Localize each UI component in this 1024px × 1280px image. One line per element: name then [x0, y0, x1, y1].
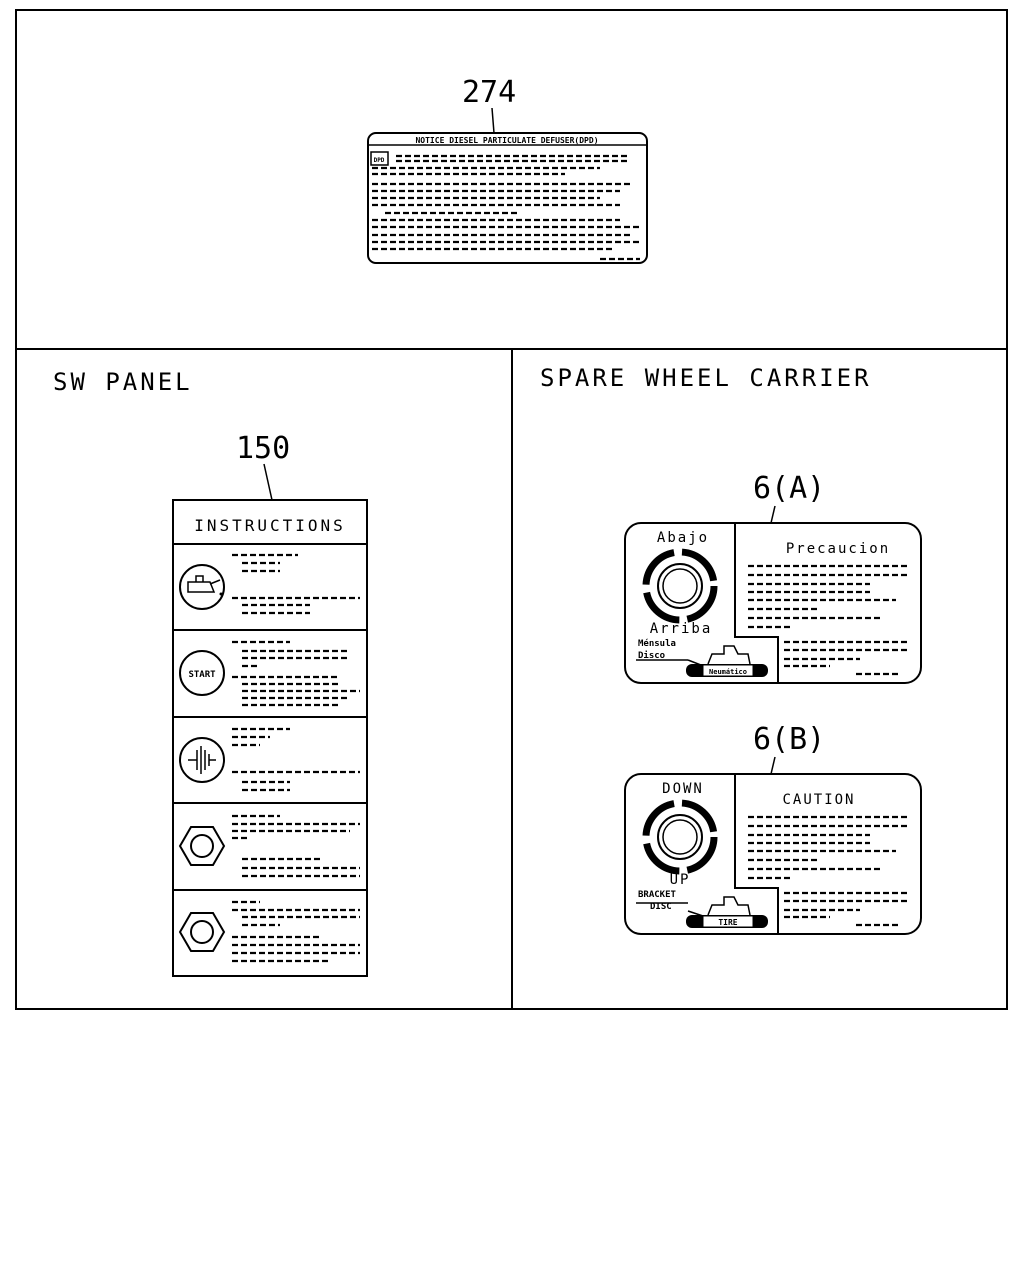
instructions-label: INSTRUCTIONS START	[172, 499, 368, 977]
callout-6a: 6(A)	[753, 471, 825, 506]
leader-150	[263, 463, 273, 501]
oil-can-icon	[179, 564, 225, 610]
label-b-bracket: BRACKET	[638, 890, 677, 900]
label-b-heading: CAUTION	[782, 792, 855, 808]
callout-6b: 6(B)	[753, 722, 825, 757]
label-b-disc: DISC	[650, 902, 672, 912]
spare-label-b: DOWN UP CAUTION BRACKET DISC TIRE	[624, 773, 922, 935]
spare-tire-icon	[686, 896, 768, 928]
callout-150: 150	[236, 431, 290, 466]
label-a-disc: Disco	[638, 650, 665, 661]
spare-tire-icon	[686, 645, 768, 677]
glow-plug-icon	[179, 737, 225, 783]
label-a-tire: Neumático	[709, 668, 747, 676]
dpd-text-lines	[372, 154, 640, 261]
leader-6b	[770, 756, 776, 775]
instructions-header: INSTRUCTIONS	[194, 516, 346, 535]
leader-6a	[770, 505, 776, 524]
leader-274	[491, 107, 495, 134]
hex-nut-icon	[178, 826, 226, 866]
label-a-text-lines	[748, 564, 908, 676]
rotation-arrows-icon	[642, 799, 718, 875]
spare-label-a: Abajo Arriba Precaucion Ménsula Disco Ne…	[624, 522, 922, 684]
callout-274: 274	[462, 75, 516, 110]
label-b-up: DOWN	[662, 781, 704, 797]
sw-panel-title: SW PANEL	[53, 368, 193, 396]
dpd-badge-text: DPD	[374, 157, 385, 164]
label-b-text-lines	[748, 815, 908, 927]
hex-nut-icon	[178, 912, 226, 952]
dpd-notice-label: NOTICE DIESEL PARTICULATE DEFUSER(DPD) D…	[367, 132, 648, 264]
label-a-heading: Precaucion	[786, 541, 890, 557]
spare-wheel-title: SPARE WHEEL CARRIER	[540, 364, 872, 392]
start-icon: START	[179, 650, 225, 696]
label-a-down: Arriba	[650, 621, 713, 637]
label-a-bracket: Ménsula	[638, 638, 676, 649]
instruction-text-lines	[232, 553, 360, 963]
label-a-up: Abajo	[657, 530, 709, 546]
dpd-label-title: NOTICE DIESEL PARTICULATE DEFUSER(DPD)	[415, 136, 598, 145]
start-icon-text: START	[188, 670, 216, 680]
rotation-arrows-icon	[642, 548, 718, 624]
dpd-badge	[370, 151, 389, 166]
label-b-tire: TIRE	[718, 918, 737, 927]
label-b-down: UP	[670, 872, 691, 888]
